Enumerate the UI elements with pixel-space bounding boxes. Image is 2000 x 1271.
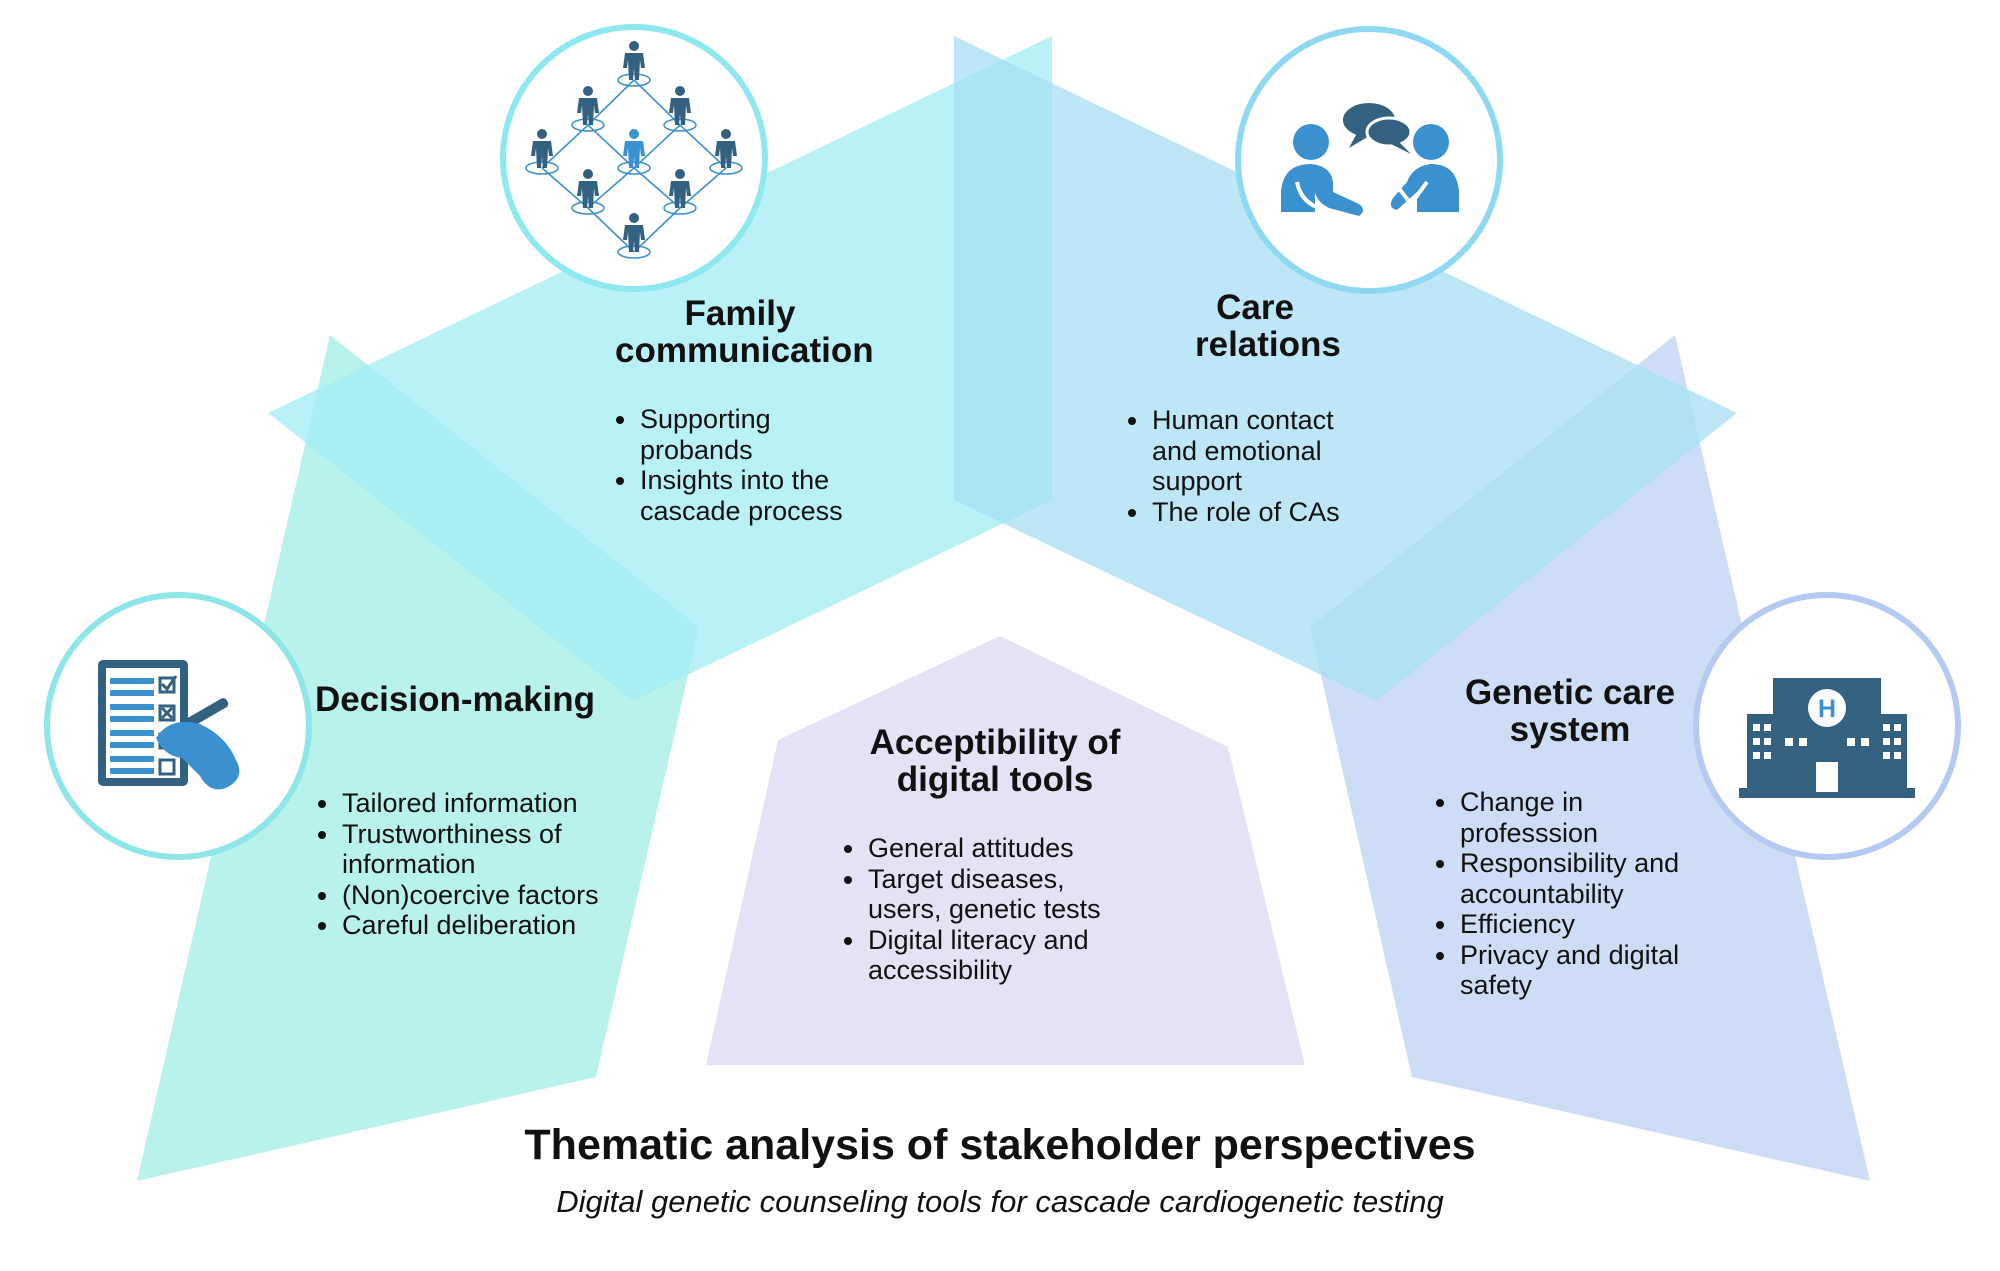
genetic-care-theme: Genetic care system [1430, 674, 1710, 748]
list-item: Tailored information [318, 788, 604, 819]
checklist-icon [98, 660, 240, 790]
list-item: Efficiency [1436, 909, 1707, 940]
person-icon [669, 169, 691, 208]
conversation-icon [1281, 103, 1459, 216]
list-item: Privacy and digital safety [1436, 940, 1707, 1001]
decision-making-title: Decision-making [314, 680, 596, 719]
list-item: Supporting probands [616, 404, 872, 465]
hospital-icon: H [1739, 678, 1915, 798]
person-icon [623, 213, 645, 252]
care-relations-theme: Care relations [1135, 289, 1375, 363]
decision-making-theme: Decision-making [300, 681, 610, 718]
acceptability-title: Acceptibility of digital tools [869, 723, 1121, 799]
genetic-care-title: Genetic care system [1464, 673, 1676, 749]
acceptability-theme: Acceptibility of digital tools [840, 724, 1150, 798]
acceptability-panel [706, 636, 1305, 1065]
person-icon [577, 169, 599, 208]
person-icon [715, 129, 737, 168]
list-item: (Non)coercive factors [318, 880, 604, 911]
person-icon [531, 129, 553, 168]
care-relations-panel [954, 36, 1737, 701]
family-communication-theme: Family communication [575, 295, 905, 369]
family-network-icon [525, 41, 743, 259]
list-item: General attitudes [844, 833, 1120, 864]
person-icon [623, 129, 645, 168]
list-item: Change in professsion [1436, 787, 1707, 848]
care-icon-circle [1235, 26, 1503, 294]
person-icon [577, 86, 599, 125]
family-icon-circle [500, 24, 768, 292]
diagram-subtitle: Digital genetic counseling tools for cas… [556, 1184, 1444, 1219]
svg-text:H: H [1818, 695, 1836, 723]
diagram-title: Thematic analysis of stakeholder perspec… [524, 1121, 1476, 1169]
family-communication-title: Family communication [615, 294, 874, 370]
decision-icon-circle [44, 592, 312, 860]
list-item: Careful deliberation [318, 910, 604, 941]
list-item: Insights into the cascade process [616, 465, 872, 526]
list-item: Human contact and emotional support [1128, 405, 1364, 497]
list-item: Trustworthiness of information [318, 819, 604, 880]
person-icon [623, 41, 645, 80]
person-icon [669, 86, 691, 125]
list-item: Digital literacy and accessibility [844, 925, 1120, 986]
list-item: Target diseases, users, genetic tests [844, 864, 1120, 925]
list-item: The role of CAs [1128, 497, 1364, 528]
list-item: Responsibility and accountability [1436, 848, 1707, 909]
genetic-icon-circle: H [1693, 592, 1961, 860]
family-communication-panel [268, 36, 1052, 701]
care-relations-title: Care relations [1195, 288, 1341, 364]
